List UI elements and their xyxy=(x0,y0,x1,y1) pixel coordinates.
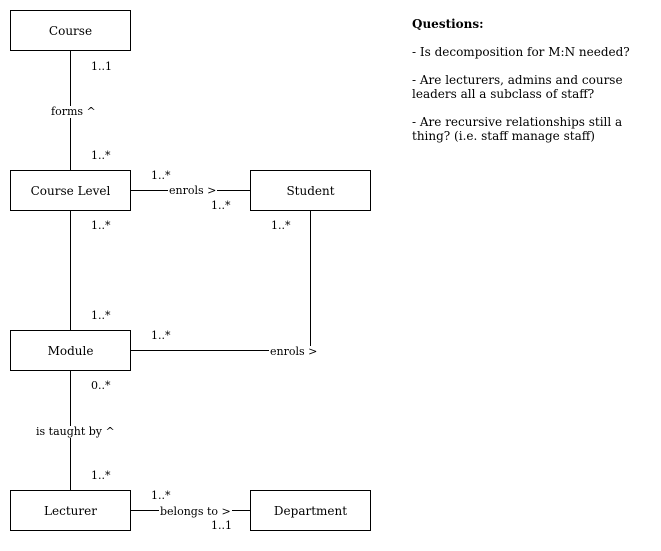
multiplicity-level-forms: 1..* xyxy=(91,149,111,162)
questions-note: Questions: - Is decomposition for M:N ne… xyxy=(412,17,657,157)
question-item: - Are lecturers, admins and course leade… xyxy=(412,73,623,101)
multiplicity-student-enrols-module: 1..* xyxy=(271,219,291,232)
multiplicity-course-forms: 1..1 xyxy=(91,60,112,73)
entity-lecturer[interactable]: Lecturer xyxy=(10,490,131,531)
entity-module-label: Module xyxy=(47,343,94,358)
entity-course-label: Course xyxy=(48,23,93,38)
multiplicity-lecturer-belongs: 1..* xyxy=(151,489,171,502)
relationship-enrols-module-label: enrols > xyxy=(269,345,319,358)
question-item: - Is decomposition for M:N needed? xyxy=(412,45,630,59)
questions-title: Questions: xyxy=(412,17,484,31)
multiplicity-module-level: 1..* xyxy=(91,309,111,322)
multiplicity-student-enrols-level: 1..* xyxy=(211,199,231,212)
multiplicity-level-module: 1..* xyxy=(91,219,111,232)
relationship-taught-by-label: is taught by ^ xyxy=(35,425,116,438)
relationship-forms-label: forms ^ xyxy=(50,105,97,118)
entity-student[interactable]: Student xyxy=(250,170,371,211)
entity-course-level-label: Course Level xyxy=(30,183,111,198)
multiplicity-module-taught: 0..* xyxy=(91,379,111,392)
question-item: - Are recursive relationships still a th… xyxy=(412,115,623,143)
multiplicity-department-belongs: 1..1 xyxy=(211,519,232,532)
multiplicity-module-enrols: 1..* xyxy=(151,329,171,342)
entity-module[interactable]: Module xyxy=(10,330,131,371)
entity-course[interactable]: Course xyxy=(10,10,131,51)
entity-department-label: Department xyxy=(273,503,348,518)
entity-department[interactable]: Department xyxy=(250,490,371,531)
relationship-enrols-level-label: enrols > xyxy=(168,184,218,197)
entity-student-label: Student xyxy=(286,183,335,198)
multiplicity-level-enrols: 1..* xyxy=(151,169,171,182)
entity-course-level[interactable]: Course Level xyxy=(10,170,131,211)
multiplicity-lecturer-taught: 1..* xyxy=(91,469,111,482)
relationship-belongs-to-label: belongs to > xyxy=(159,505,232,518)
entity-lecturer-label: Lecturer xyxy=(44,503,97,518)
